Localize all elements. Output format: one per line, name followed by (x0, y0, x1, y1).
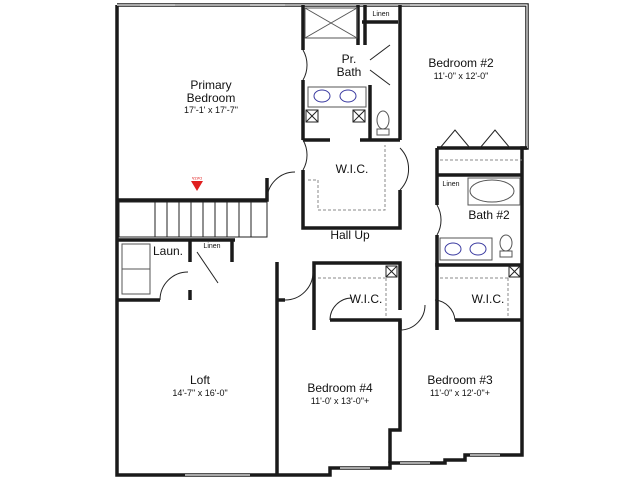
bedroom-2-dims: 11'-0" x 12'-0" (433, 71, 489, 81)
room-name: Primary (190, 78, 232, 92)
doors (159, 44, 511, 331)
loft-dims: 14'-7" x 16'-0" (172, 388, 228, 398)
room-name: Pr. (341, 52, 357, 66)
bedroom-4-label: Bedroom #4 (307, 381, 373, 395)
loft-label: Loft (189, 373, 211, 387)
primary-bath-label: Pr.Bath (337, 53, 362, 78)
room-name: Bath (336, 64, 362, 79)
laundry-label: Laun. (152, 244, 184, 258)
bath-2-linen-label: Linen (442, 181, 460, 188)
sink-icon (313, 89, 331, 103)
shower (304, 7, 358, 39)
interior-walls (117, 5, 527, 475)
bedroom-4-wic-label: W.I.C. (349, 292, 383, 306)
bedroom-2-label: Bedroom #2 (428, 56, 494, 70)
toilet-icon (376, 110, 390, 130)
primary-wic-label: W.I.C. (335, 162, 369, 176)
primary-bedroom-dims: 17'-1' x 17'-7" (184, 105, 238, 115)
vanity (307, 86, 367, 108)
toilet-icon (499, 234, 513, 252)
bedroom-3-label: Bedroom #3 (427, 373, 493, 387)
data-marker-label: DATA (191, 176, 203, 182)
fixtures (121, 7, 522, 318)
bathtub (467, 177, 521, 206)
laundry-linen-label: Linen (203, 243, 221, 250)
data-marker-icon (191, 181, 203, 191)
sink-icon (444, 242, 462, 256)
bath-2-label: Bath #2 (468, 208, 510, 222)
bedroom-3-wic-label: W.I.C. (471, 292, 505, 306)
bedroom-4-dims: 11'-0' x 13'-0"+ (310, 396, 370, 406)
room-name: Bedroom (186, 90, 236, 105)
sink-icon (469, 242, 487, 256)
primary-linen-label: Linen (372, 11, 390, 18)
bedroom-3-dims: 11'-0" x 12'-0"+ (430, 388, 490, 398)
stairs (118, 201, 268, 238)
hall-label: Hall Up (330, 228, 370, 242)
sink-icon (339, 89, 357, 103)
